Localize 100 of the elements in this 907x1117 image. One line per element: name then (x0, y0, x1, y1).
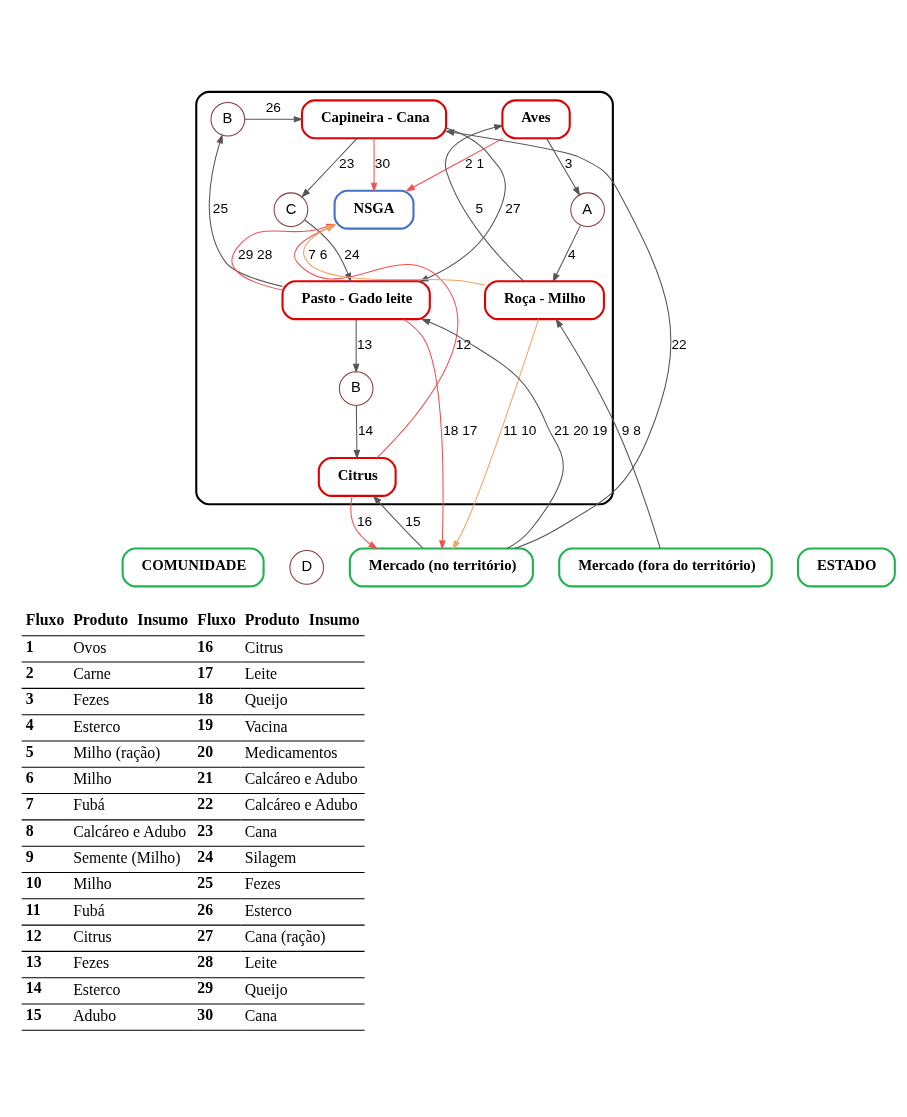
label: Fluxo (196, 610, 236, 628)
edge-label: 7 6 (307, 246, 327, 262)
label: Citrus (244, 638, 283, 656)
arrow (545, 137, 580, 196)
label: 7 (25, 794, 34, 812)
label: 12 (25, 926, 42, 944)
arrow (552, 224, 581, 283)
label: 29 (196, 978, 213, 996)
node-box: Capineira - Cana (300, 98, 447, 139)
edge-label: 21 20 19 (553, 422, 607, 438)
label: Esterco (72, 717, 120, 735)
label: Milho (72, 769, 112, 787)
edge-label: 30 (374, 155, 390, 171)
arrow (420, 318, 564, 549)
arrow (405, 137, 503, 192)
label: Adubo (72, 1006, 116, 1024)
node-box: Mercado (no território) (348, 546, 534, 587)
arrow (370, 137, 377, 192)
label: 28 (196, 952, 213, 970)
label: 2 (25, 663, 34, 681)
label: Queijo (244, 690, 288, 708)
label: Milho (72, 874, 112, 892)
label: 20 (196, 742, 213, 760)
arrow (554, 317, 661, 549)
label: Fezes (244, 874, 281, 892)
label: Esterco (244, 901, 292, 919)
node-circle: B (209, 101, 245, 137)
node-box: Citrus (317, 456, 397, 497)
label: 16 (196, 637, 213, 655)
edge-label: 13 (356, 336, 372, 352)
label: Carne (72, 664, 111, 682)
edge-label: 27 (504, 200, 521, 216)
label: Ovos (72, 638, 106, 656)
label: Esterco (72, 980, 120, 998)
node-box: Mercado (fora do território) (557, 546, 773, 587)
node-box: Aves (500, 98, 571, 139)
label: Insumo (308, 610, 360, 628)
label: Calcáreo e Adubo (244, 795, 358, 813)
edge-label: 14 (357, 422, 373, 438)
label: 21 (196, 768, 213, 786)
label: 13 (25, 952, 42, 970)
label: Cana (244, 1006, 277, 1024)
label: Produto (244, 610, 300, 628)
label: Cana (244, 822, 277, 840)
label: 24 (196, 847, 213, 865)
arrow (402, 318, 446, 550)
node-box: COMUNIDADE (121, 546, 265, 587)
arrow (208, 133, 283, 287)
node-circle: C (273, 191, 308, 227)
edge-label: 11 10 (502, 422, 536, 438)
edge-label: 26 (265, 99, 281, 115)
label: 22 (196, 794, 213, 812)
label: 15 (25, 1005, 42, 1023)
label: Calcáreo e Adubo (72, 822, 186, 840)
label: Milho (ração) (72, 743, 160, 761)
label: Fezes (72, 953, 109, 971)
arrow (418, 127, 506, 282)
label: 9 (25, 847, 34, 865)
edge-label: 2 1 (464, 155, 484, 171)
label: Cana (ração) (244, 927, 326, 945)
node-box: Roça - Milho (483, 279, 605, 320)
label: Fubá (72, 795, 105, 813)
node-box: Pasto - Gado leite (280, 279, 431, 320)
label: Citrus (72, 927, 112, 945)
arrow (349, 495, 378, 549)
label: 23 (196, 821, 213, 839)
label: Produto (72, 610, 128, 628)
edge-label: 18 17 (442, 422, 477, 438)
edge-label: 25 (212, 200, 228, 216)
edge-label: 23 (338, 155, 354, 171)
arrow (353, 404, 360, 459)
label: 4 (25, 715, 34, 733)
label: 8 (25, 821, 34, 839)
label: 3 (25, 689, 34, 707)
label: 25 (196, 873, 213, 891)
label: Vacina (244, 717, 288, 735)
edge-label: 16 (356, 513, 372, 529)
label: Calcáreo e Adubo (244, 769, 358, 787)
node-box: NSGA (333, 189, 415, 230)
node-box: ESTADO (796, 546, 896, 587)
edge-label: 9 8 (621, 422, 641, 438)
label: 14 (25, 978, 42, 996)
arrow (300, 137, 357, 198)
label: Leite (244, 953, 277, 971)
node-circle: D (288, 549, 324, 585)
edge-label: 5 (474, 200, 483, 216)
label: 26 (196, 900, 213, 918)
edge-label: 12 (455, 336, 471, 352)
node-circle: A (569, 191, 605, 227)
label: 30 (196, 1005, 213, 1023)
edge-label: 24 (343, 246, 360, 262)
edge-label: 4 (567, 246, 576, 262)
label: 1 (25, 637, 34, 655)
node-circle: B (338, 370, 374, 406)
label: 5 (25, 742, 34, 760)
label: 10 (25, 873, 42, 891)
label: Queijo (244, 980, 288, 998)
edge-label: 29 28 (237, 246, 272, 262)
label: Semente (Milho) (72, 848, 180, 866)
label: Silagem (244, 848, 296, 866)
